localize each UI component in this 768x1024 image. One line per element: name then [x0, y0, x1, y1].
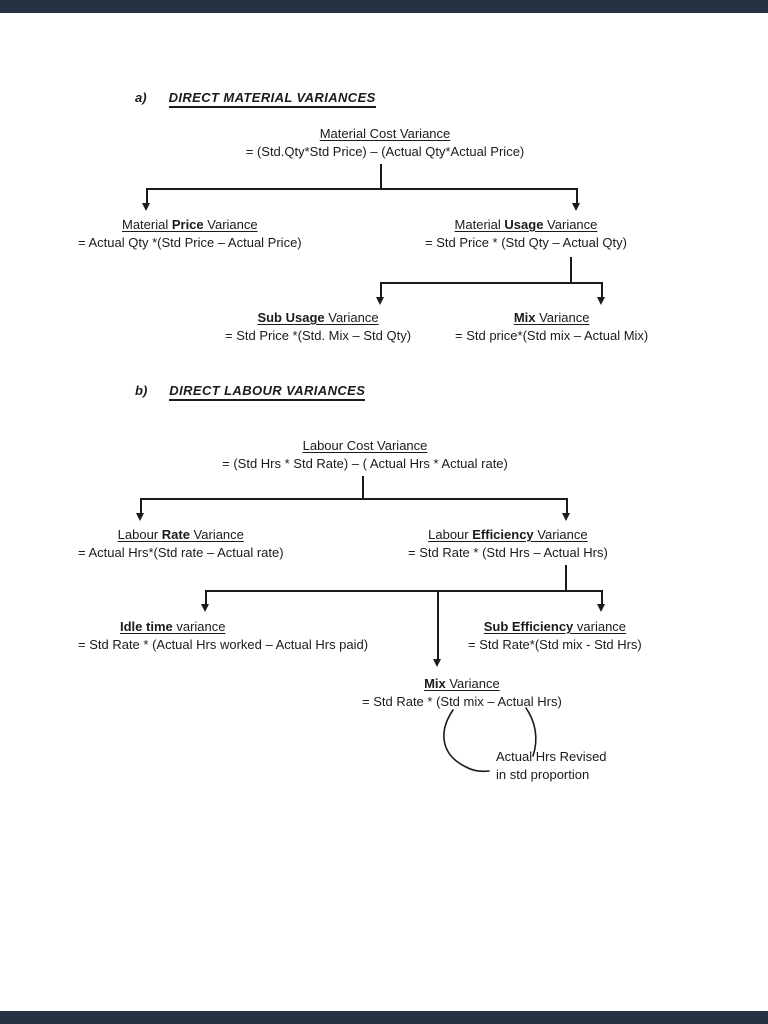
arrow-down-icon [142, 203, 150, 211]
node-title: Idle time variance [120, 618, 368, 635]
title-text: Labour [428, 527, 473, 542]
callout-curves [443, 707, 537, 773]
node-formula: = (Std Hrs * Std Rate) – ( Actual Hrs * … [222, 456, 508, 471]
arrow-down-icon [201, 604, 209, 612]
connector-line [565, 565, 567, 591]
connector-line [380, 164, 382, 188]
title-bold-text: Usage [504, 217, 544, 232]
title-bold-text: Rate [161, 527, 190, 542]
title-bold-text: Mix [513, 310, 536, 325]
node-material-cost-variance: Material Cost Variance = (Std.Qty*Std Pr… [246, 125, 525, 160]
node-title: Material Usage Variance [425, 216, 627, 233]
title-text: Variance [543, 217, 598, 232]
title-text: Material [454, 217, 505, 232]
title-text: Variance [445, 676, 500, 691]
title-bold-text: Idle time [120, 619, 173, 634]
annotation-actual-hrs-revised: Actual Hrs Revised in std proportion [496, 748, 607, 784]
node-labour-rate-variance: Labour Rate Variance = Actual Hrs*(Std r… [78, 526, 284, 561]
connector-line [380, 282, 602, 284]
connector-line [146, 188, 148, 204]
letterbox-bottom [0, 1011, 768, 1024]
title-text: variance [573, 619, 627, 634]
section-b-heading: b) DIRECT LABOUR VARIANCES [135, 383, 366, 401]
node-formula: = Actual Hrs*(Std rate – Actual rate) [78, 545, 284, 560]
connector-line [601, 282, 603, 298]
arrow-down-icon [572, 203, 580, 211]
node-sub-efficiency-variance: Sub Efficiency variance = Std Rate*(Std … [468, 618, 642, 653]
node-title: Mix Variance [362, 675, 562, 692]
title-bold-text: Efficiency [472, 527, 534, 542]
node-mix-variance-labour: Mix Variance = Std Rate * (Std mix – Act… [362, 675, 562, 710]
connector-line [205, 590, 602, 592]
section-a-heading: a) DIRECT MATERIAL VARIANCES [135, 90, 376, 108]
annotation-line-2: in std proportion [496, 767, 590, 782]
node-formula: = Std Rate * (Actual Hrs worked – Actual… [78, 637, 369, 652]
node-formula: = Actual Qty *(Std Price – Actual Price) [78, 235, 302, 250]
node-formula: = Std price*(Std mix – Actual Mix) [455, 328, 649, 343]
node-mix-variance-material: Mix Variance = Std price*(Std mix – Actu… [455, 309, 648, 344]
node-title: Labour Cost Variance [302, 438, 428, 453]
node-title: Mix Variance [455, 309, 648, 326]
node-material-usage-variance: Material Usage Variance = Std Price * (S… [425, 216, 627, 251]
connector-line [576, 188, 578, 204]
node-title: Sub Efficiency variance [468, 618, 642, 635]
connector-line [140, 498, 567, 500]
title-bold-text: Sub Usage [257, 310, 325, 325]
title-text: Material [121, 217, 172, 232]
node-idle-time-variance: Idle time variance = Std Rate * (Actual … [78, 618, 368, 653]
node-labour-cost-variance: Labour Cost Variance = (Std Hrs * Std Ra… [222, 437, 508, 472]
arrow-down-icon [562, 513, 570, 521]
connector-line [570, 257, 572, 283]
arrow-down-icon [136, 513, 144, 521]
node-formula: = Std Rate * (Std Hrs – Actual Hrs) [408, 545, 608, 560]
title-text: Variance [189, 527, 244, 542]
node-title: Material Price Variance [78, 216, 302, 233]
section-b-title: DIRECT LABOUR VARIANCES [169, 383, 366, 401]
title-text: Variance [535, 310, 590, 325]
letterbox-top [0, 0, 768, 13]
title-bold-text: Mix [424, 676, 446, 691]
arrow-down-icon [597, 297, 605, 305]
node-formula: = Std Price * (Std Qty – Actual Qty) [425, 235, 627, 250]
node-formula: = (Std.Qty*Std Price) – (Actual Qty*Actu… [245, 144, 525, 159]
title-text: variance [172, 619, 226, 634]
connector-line [380, 282, 382, 298]
annotation-line-1: Actual Hrs Revised [496, 749, 607, 764]
node-sub-usage-variance: Sub Usage Variance = Std Price *(Std. Mi… [225, 309, 411, 344]
connector-line [362, 476, 364, 499]
node-title: Labour Efficiency Variance [408, 526, 608, 543]
arrow-down-icon [376, 297, 384, 305]
node-formula: = Std Rate*(Std mix - Std Hrs) [468, 637, 642, 652]
node-title: Material Cost Variance [319, 126, 451, 141]
node-formula: = Std Rate * (Std mix – Actual Hrs) [362, 694, 562, 709]
node-title: Sub Usage Variance [225, 309, 411, 326]
arrow-down-icon [597, 604, 605, 612]
title-bold-text: Price [171, 217, 204, 232]
title-text: Variance [533, 527, 588, 542]
node-material-price-variance: Material Price Variance = Actual Qty *(S… [78, 216, 302, 251]
title-text: Variance [324, 310, 379, 325]
node-formula: = Std Price *(Std. Mix – Std Qty) [225, 328, 412, 343]
connector-line [601, 590, 603, 605]
title-bold-text: Sub Efficiency [483, 619, 574, 634]
section-a-title: DIRECT MATERIAL VARIANCES [168, 90, 376, 108]
connector-line [566, 498, 568, 514]
connector-line [437, 590, 439, 660]
title-text: Variance [203, 217, 258, 232]
node-labour-efficiency-variance: Labour Efficiency Variance = Std Rate * … [408, 526, 608, 561]
node-title: Labour Rate Variance [78, 526, 284, 543]
title-text: Labour [117, 527, 162, 542]
connector-line [205, 590, 207, 605]
section-a-label: a) [135, 90, 147, 105]
connector-line [140, 498, 142, 514]
arrow-down-icon [433, 659, 441, 667]
section-b-label: b) [135, 383, 148, 398]
connector-line [146, 188, 577, 190]
